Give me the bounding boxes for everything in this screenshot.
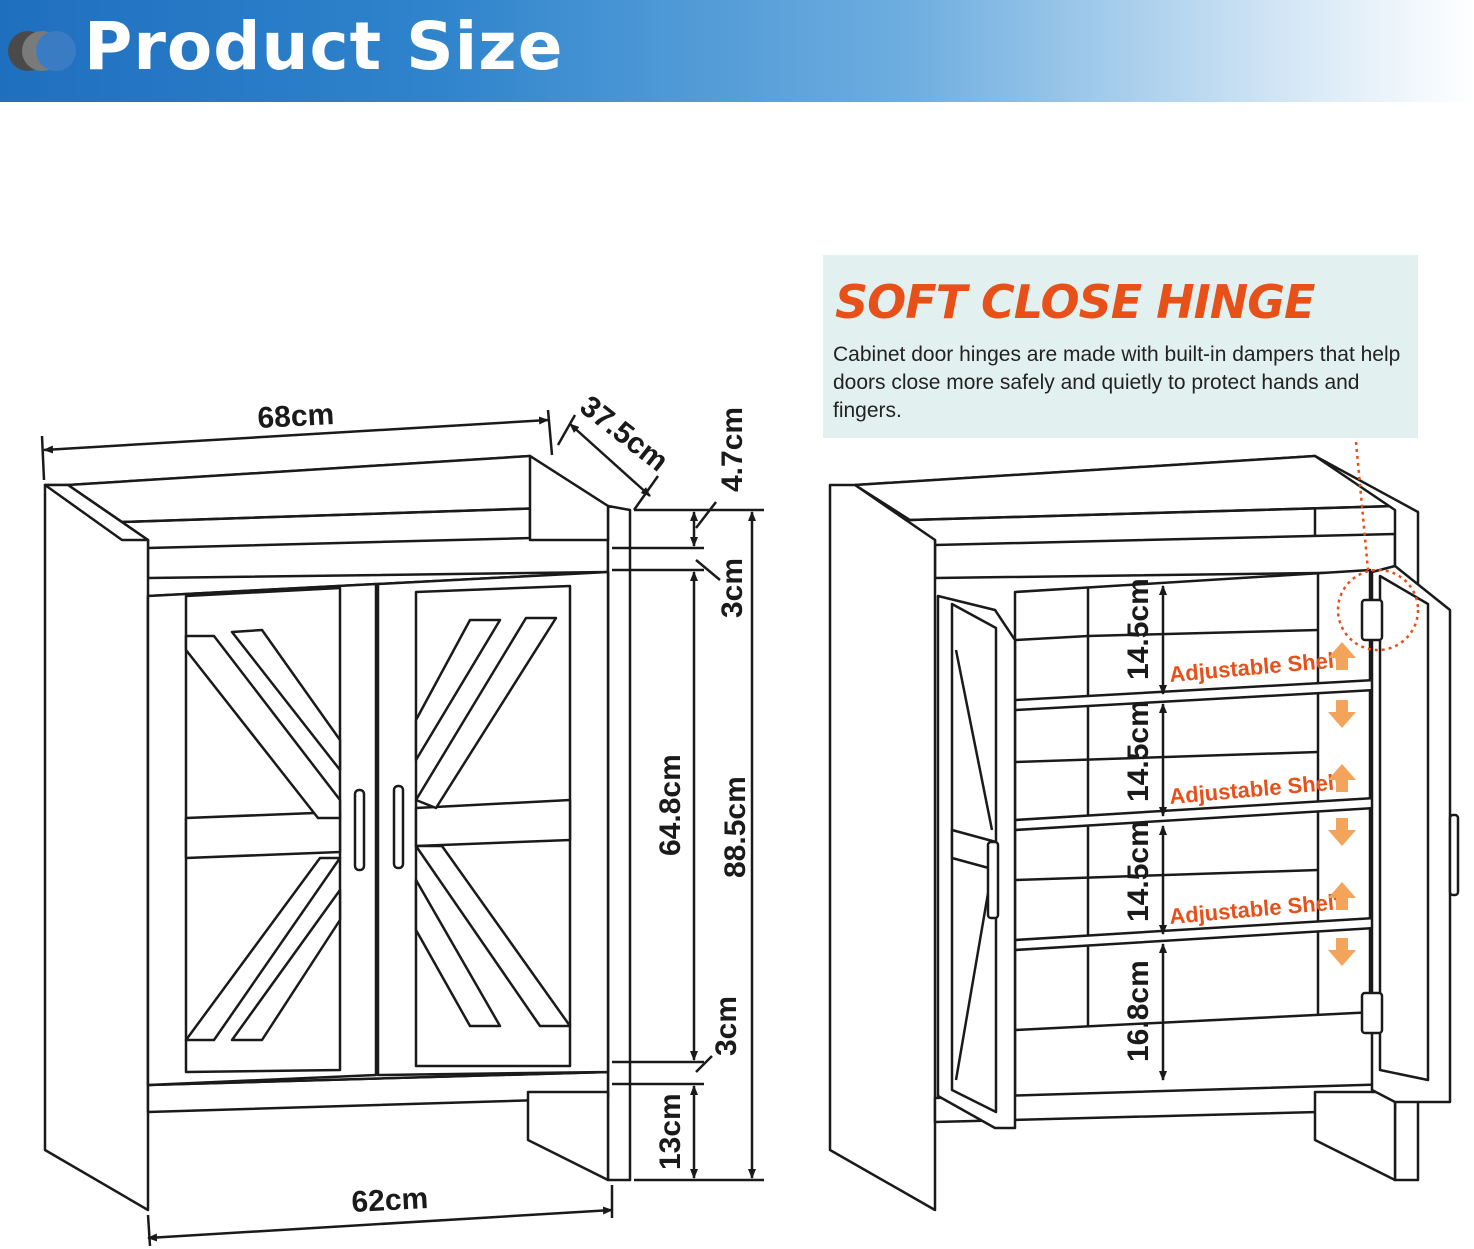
shelf-height-1: 14.5cm (1122, 578, 1155, 680)
arrow-up-icon (1328, 764, 1356, 792)
shelf-height-3: 14.5cm (1122, 820, 1155, 922)
gap-top-label: 3cm (716, 558, 749, 618)
soft-close-hinge-panel: SOFT CLOSE HINGE Cabinet door hinges are… (823, 255, 1418, 438)
total-height-label: 88.5cm (719, 776, 752, 878)
shelf-height-4: 16.8cm (1122, 960, 1155, 1062)
header-banner: Product Size (0, 0, 1474, 102)
front-view-cabinet (43, 454, 632, 1212)
arrow-down-icon (1328, 818, 1356, 846)
door-height-label: 64.8cm (654, 754, 687, 856)
shelf-arrows (1328, 642, 1356, 966)
hinge-callout (1336, 441, 1420, 652)
dimension-lines (40, 409, 764, 1247)
depth-label: 37.5cm (574, 390, 674, 479)
arrow-down-icon (1328, 700, 1356, 728)
open-view-cabinet (828, 454, 1460, 1212)
hinge-description: Cabinet door hinges are made with built-… (833, 343, 1401, 422)
width-bottom-label: 62cm (351, 1182, 429, 1219)
page-title: Product Size (84, 8, 564, 85)
top-thickness-label: 4.7cm (716, 407, 749, 492)
shelf-height-2: 14.5cm (1122, 700, 1155, 802)
width-top-label: 68cm (257, 398, 335, 435)
gap-bottom-label: 3cm (710, 996, 743, 1056)
leg-height-label: 13cm (654, 1093, 687, 1170)
arrow-down-icon (1328, 938, 1356, 966)
arrow-up-icon (1328, 642, 1356, 670)
circles-logo-icon (8, 31, 76, 71)
arrow-up-icon (1328, 882, 1356, 910)
hinge-title: SOFT CLOSE HINGE (835, 275, 1315, 329)
